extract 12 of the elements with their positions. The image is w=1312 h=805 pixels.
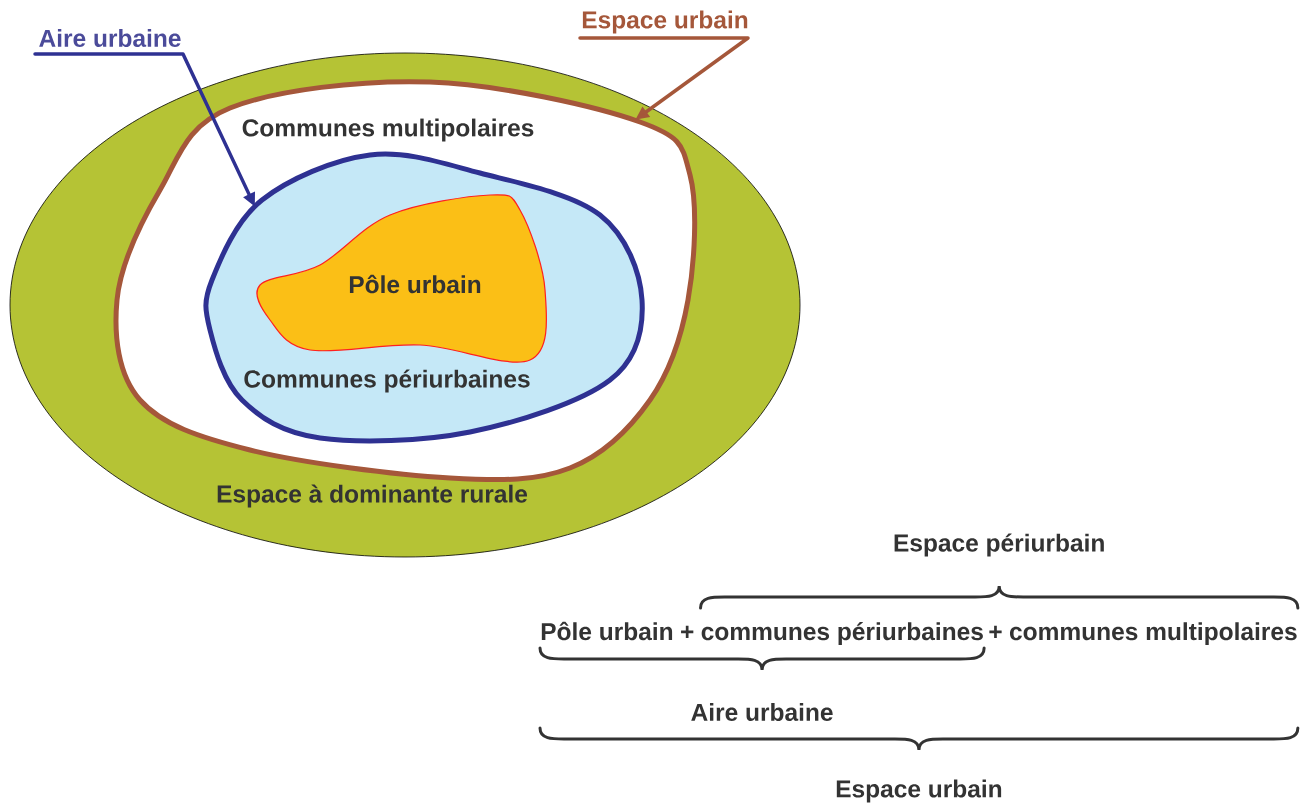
brace-label: Espace périurbain [894, 533, 1104, 557]
callout-label: Aire urbaine [39, 29, 181, 47]
callout-label: Espace urbain [582, 10, 748, 34]
leader-arrow [578, 36, 750, 120]
region-outline: Pôle urbain [256, 194, 548, 363]
formula-term: communes périurbaines [701, 622, 983, 646]
formula-term: Pôle urbain [541, 621, 673, 641]
plus-sign: + [989, 625, 1002, 639]
formula-term: communes multipolaires [1010, 622, 1297, 646]
plus-sign: + [681, 625, 694, 639]
brace-label: Aire urbaine [691, 703, 833, 721]
brace-label: Espace urbain [836, 779, 1002, 803]
